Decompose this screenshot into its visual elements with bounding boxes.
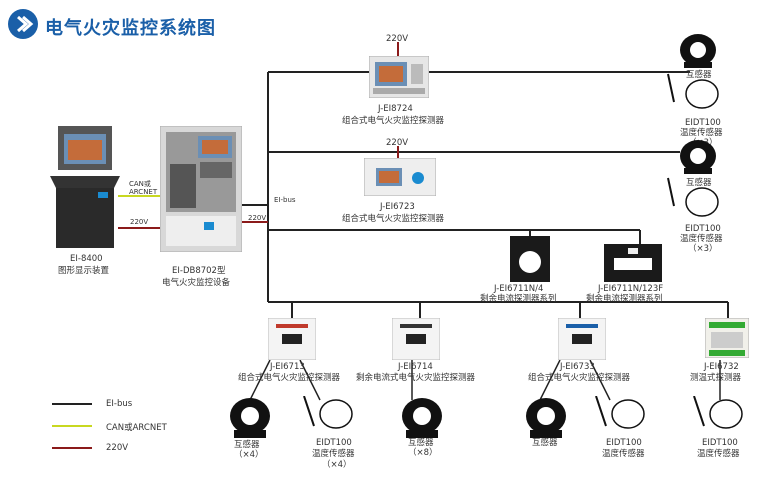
ct-b1-qty: （×4） bbox=[234, 450, 264, 460]
ei8724-device-image bbox=[368, 55, 430, 102]
temp-b1-model: EIDT100 bbox=[316, 438, 352, 448]
temp-top1-icon bbox=[664, 72, 724, 122]
ei8400-name: 图形显示装置 bbox=[58, 266, 110, 276]
ei6711n4-model: J-EI6711N/4 bbox=[494, 284, 544, 294]
temp-b4-model: EIDT100 bbox=[702, 438, 738, 448]
ei6713-device-image bbox=[267, 317, 317, 364]
title-badge-icon bbox=[8, 9, 38, 39]
power-label-left: 220V bbox=[130, 218, 149, 226]
ei6711n4-device-image bbox=[510, 236, 550, 286]
ei6711n123f-model: J-EI6711N/123F bbox=[598, 284, 664, 294]
temp-b4-name: 温度传感器 bbox=[697, 449, 740, 459]
ct-b2-qty: （×8） bbox=[408, 448, 438, 458]
ei6723-device-image bbox=[363, 157, 437, 200]
ei8724-name: 组合式电气火灾监控探测器 bbox=[342, 116, 445, 126]
legend-power: 220V bbox=[106, 443, 129, 453]
db8702-name: 电气火灾监控设备 bbox=[162, 278, 231, 288]
db8702-device-image bbox=[159, 125, 243, 256]
temp-b1-name: 温度传感器 bbox=[312, 449, 355, 459]
ct-top1-icon bbox=[678, 34, 718, 72]
power-label-top2: 220V bbox=[386, 138, 409, 148]
ct-top1-label: 互感器 bbox=[686, 70, 712, 80]
ei6732-device-image bbox=[704, 317, 750, 362]
power-label-center: 220V bbox=[248, 214, 267, 222]
db8702-model: EI-DB8702型 bbox=[172, 266, 226, 276]
ei6711n4-name: 剩余电流探测器系列 bbox=[480, 294, 557, 304]
ei6711n123f-device-image bbox=[604, 244, 662, 286]
power-label-top1: 220V bbox=[386, 34, 409, 44]
temp-b3-name: 温度传感器 bbox=[602, 449, 645, 459]
ei8400-model: EI-8400 bbox=[70, 254, 103, 264]
ct-top2-label: 互感器 bbox=[686, 178, 712, 188]
ei6733-device-image bbox=[557, 317, 607, 364]
eibus-label: EI-bus bbox=[274, 196, 296, 204]
ei6713-name: 组合式电气火灾监控探测器 bbox=[238, 373, 341, 383]
temp-top2-icon bbox=[664, 176, 724, 226]
ct-top2-icon bbox=[678, 140, 718, 178]
ei6732-model: J-EI6732 bbox=[704, 362, 739, 372]
ct-b3-label: 互感器 bbox=[532, 438, 558, 448]
can-arcnet-label: CAN或 ARCNET bbox=[129, 180, 158, 196]
ei6714-device-image bbox=[391, 317, 441, 364]
ei6733-name: 组合式电气火灾监控探测器 bbox=[528, 373, 631, 383]
ct-b2-icon bbox=[400, 398, 444, 442]
temp-b1-qty: （×4） bbox=[322, 460, 352, 470]
temp-top2-name: 温度传感器 bbox=[680, 234, 723, 244]
temp-b3-model: EIDT100 bbox=[606, 438, 642, 448]
temp-top1-name: 温度传感器 bbox=[680, 128, 723, 138]
ct-b1-label: 互感器 bbox=[234, 440, 260, 450]
temp-top2-qty: （×3） bbox=[688, 244, 718, 254]
legend-eibus: EI-bus bbox=[106, 399, 133, 409]
temp-top1-model: EIDT100 bbox=[685, 118, 721, 128]
ei6723-model: J-EI6723 bbox=[380, 202, 415, 212]
ei6713-model: J-EI6713 bbox=[270, 362, 305, 372]
temp-b4-icon bbox=[690, 395, 750, 438]
ei6733-model: J-EI6733 bbox=[560, 362, 595, 372]
temp-b1-icon bbox=[300, 395, 360, 438]
ei6732-name: 测温式探测器 bbox=[690, 373, 742, 383]
temp-top2-model: EIDT100 bbox=[685, 224, 721, 234]
legend-can: CAN或ARCNET bbox=[106, 423, 167, 433]
ct-b1-icon bbox=[228, 398, 272, 442]
ei6711n123f-name: 剩余电流探测器系列 bbox=[586, 294, 663, 304]
ei6714-name: 剩余电流式电气火灾监控探测器 bbox=[356, 373, 476, 383]
ei6714-model: J-EI6714 bbox=[398, 362, 433, 372]
page-title: 电气火灾监控系统图 bbox=[45, 18, 216, 39]
ei8724-model: J-EI8724 bbox=[378, 104, 413, 114]
temp-b3-icon bbox=[592, 395, 652, 438]
ct-b2-label: 互感器 bbox=[408, 438, 434, 448]
ei6723-name: 组合式电气火灾监控探测器 bbox=[342, 214, 445, 224]
ct-b3-icon bbox=[524, 398, 568, 442]
ei8400-device-image bbox=[50, 126, 120, 260]
